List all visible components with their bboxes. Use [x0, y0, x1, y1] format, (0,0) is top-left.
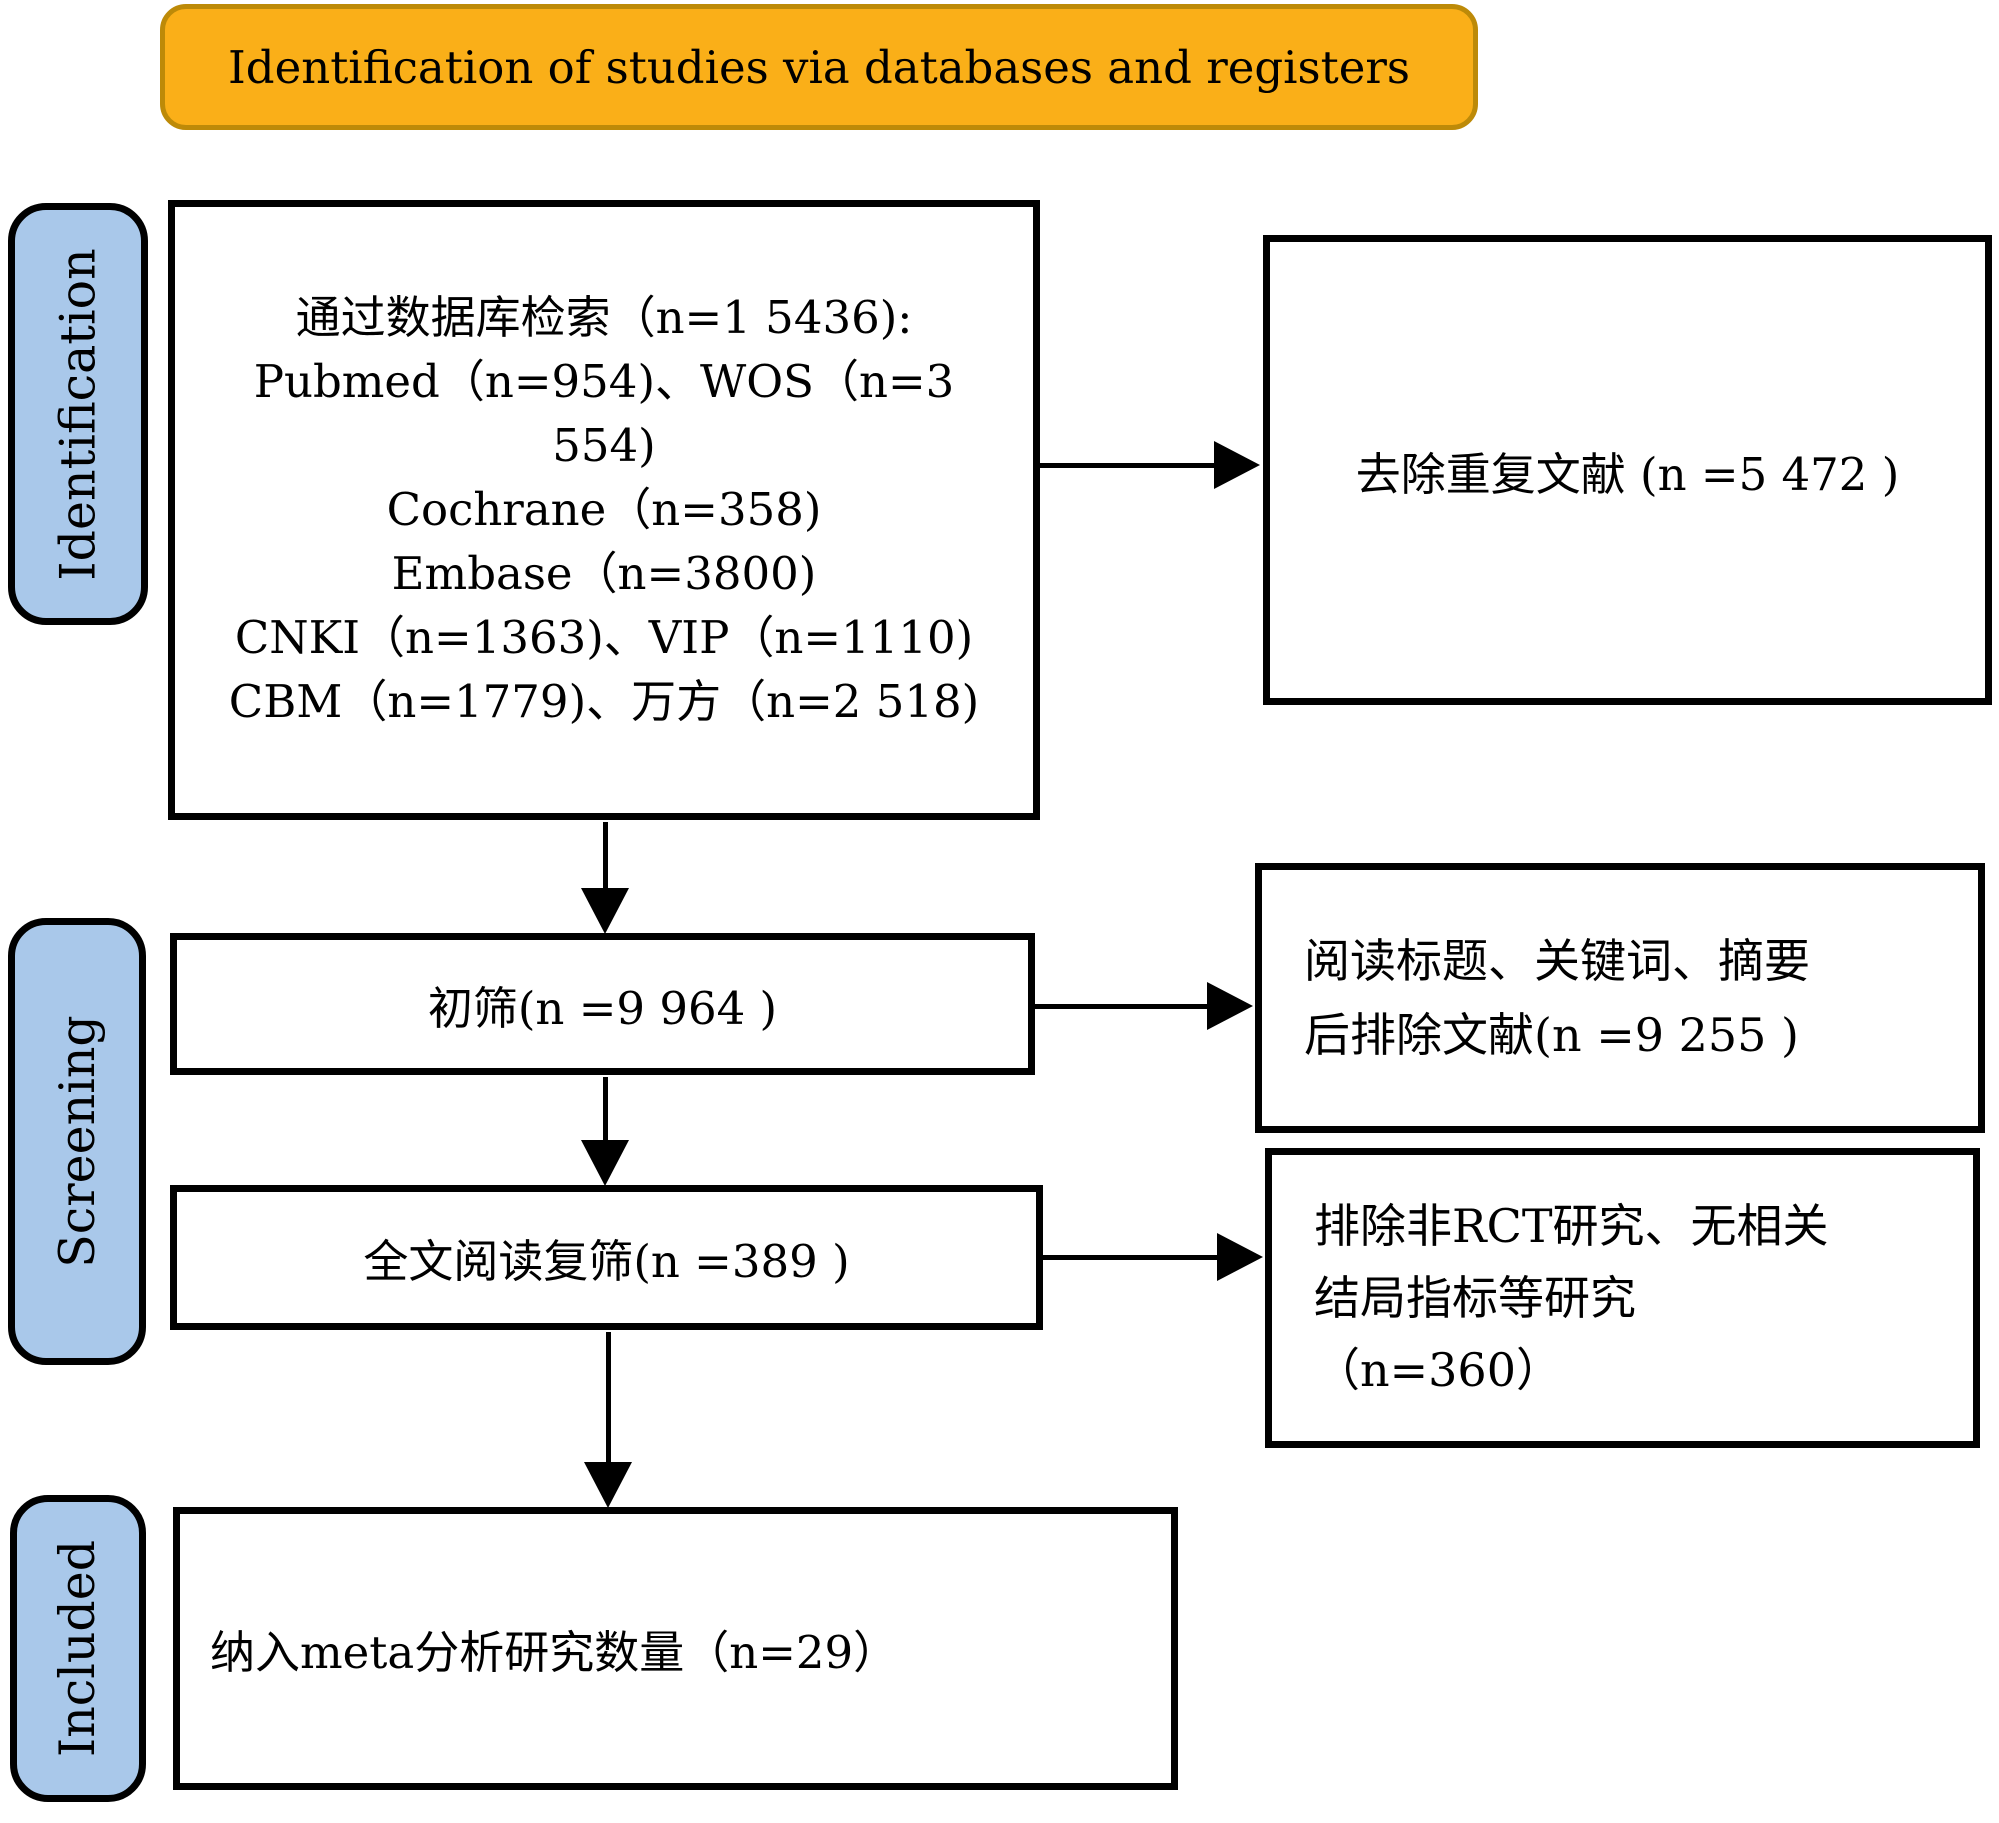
stage-screening: Screening — [8, 918, 146, 1365]
arrow-initial-to-fulltext-head — [581, 1140, 629, 1186]
arrow-initial-to-fulltext-line — [603, 1077, 608, 1141]
box-full-text-screening: 全文阅读复筛(n =389 ) — [170, 1185, 1043, 1330]
database-search-line: Embase（n=3800) — [391, 547, 817, 600]
box-database-search: 通过数据库检索（n=1 5436): Pubmed（n=954)、WOS（n=3… — [168, 200, 1040, 820]
database-search-line: Pubmed（n=954)、WOS（n=3 — [253, 355, 955, 408]
box-duplicates-removed: 去除重复文献 (n =5 472 ) — [1263, 235, 1992, 705]
non-rct-excluded-line: 排除非RCT研究、无相关 — [1314, 1199, 1829, 1253]
arrow-databases-to-duplicates-line — [1040, 463, 1216, 468]
stage-screening-label: Screening — [48, 1015, 106, 1268]
arrow-fulltext-to-non-rct-line — [1043, 1255, 1220, 1260]
full-text-screening-text: 全文阅读复筛(n =389 ) — [363, 1235, 850, 1288]
database-search-line: CNKI（n=1363)、VIP（n=1110) — [234, 611, 974, 664]
database-search-line: CBM（n=1779)、万方（n=2 518) — [228, 675, 980, 728]
arrow-fulltext-to-included-head — [584, 1462, 632, 1508]
box-non-rct-excluded: 排除非RCT研究、无相关 结局指标等研究 （n=360） — [1265, 1148, 1980, 1448]
arrow-databases-to-duplicates-head — [1214, 441, 1260, 489]
stage-identification-label: Identification — [49, 247, 107, 581]
box-initial-screening: 初筛(n =9 964 ) — [170, 933, 1035, 1075]
arrow-databases-to-initial-line — [603, 822, 608, 890]
database-search-line: 554) — [552, 419, 656, 472]
database-search-line: Cochrane（n=358) — [386, 483, 822, 536]
stage-included: Included — [10, 1495, 146, 1802]
banner: Identification of studies via databases … — [160, 4, 1478, 130]
arrow-initial-to-title-excluded-head — [1207, 982, 1253, 1030]
non-rct-excluded-line: 结局指标等研究 — [1314, 1271, 1636, 1325]
arrow-databases-to-initial-head — [581, 888, 629, 934]
arrow-fulltext-to-non-rct-head — [1217, 1233, 1263, 1281]
box-title-keyword-abstract-excluded: 阅读标题、关键词、摘要 后排除文献(n =9 255 ) — [1255, 863, 1985, 1133]
stage-identification: Identification — [8, 203, 148, 625]
box-included-meta-analysis: 纳入meta分析研究数量（n=29） — [173, 1507, 1178, 1790]
initial-screening-text: 初筛(n =9 964 ) — [427, 981, 778, 1035]
duplicates-removed-text: 去除重复文献 (n =5 472 ) — [1355, 447, 1900, 501]
banner-title: Identification of studies via databases … — [228, 40, 1410, 94]
included-meta-text: 纳入meta分析研究数量（n=29） — [210, 1626, 899, 1679]
title-excluded-line: 后排除文献(n =9 255 ) — [1304, 1008, 1799, 1062]
stage-included-label: Included — [49, 1539, 107, 1758]
title-excluded-line: 阅读标题、关键词、摘要 — [1304, 934, 1810, 988]
arrow-fulltext-to-included-line — [606, 1332, 611, 1463]
non-rct-excluded-line: （n=360） — [1314, 1343, 1562, 1397]
database-search-line: 通过数据库检索（n=1 5436): — [295, 291, 913, 344]
arrow-initial-to-title-excluded-line — [1035, 1004, 1210, 1009]
